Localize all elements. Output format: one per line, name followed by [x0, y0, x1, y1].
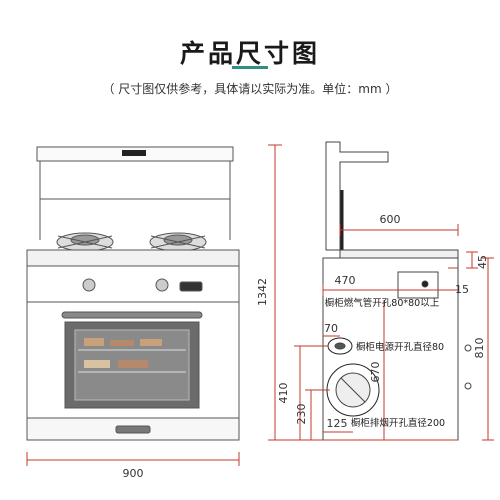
width-dimension-line — [26, 452, 240, 466]
depth-top-label: 600 — [380, 213, 401, 226]
page-title: 产品尺寸图 — [179, 39, 320, 68]
offset-side-label: 15 — [455, 283, 469, 296]
smoke-hole-note: 橱柜排烟开孔直径200 — [351, 417, 445, 429]
side-view — [322, 141, 472, 441]
page-subtitle: （ 尺寸图仅供参考，具体请以实际为准。单位：mm ） — [102, 82, 398, 96]
gas-offset-label: 70 — [324, 322, 338, 335]
right-burner — [149, 232, 207, 252]
control-panel — [26, 265, 240, 303]
width-label: 900 — [123, 467, 144, 480]
title-underline — [232, 66, 268, 69]
left-burner — [56, 232, 114, 252]
display-panel — [179, 281, 203, 292]
offset-small-label: 45 — [476, 255, 489, 269]
power-hole-note: 橱柜电源开孔直径80 — [356, 341, 444, 353]
gas-pipe-note: 橱柜燃气管开孔80*80以上 — [325, 297, 440, 309]
left-knob-icon — [82, 278, 96, 292]
smoke-height-label: 230 — [295, 404, 308, 425]
height-label: 1342 — [256, 278, 269, 306]
front-view — [26, 146, 240, 441]
height-cabinet-label: 810 — [473, 338, 486, 359]
depth-cabinet-label: 470 — [335, 274, 356, 287]
right-knob-icon — [155, 278, 169, 292]
gas-pipe-opening — [397, 271, 439, 299]
brand-plate — [122, 150, 146, 156]
smoke-offset-label: 125 — [327, 417, 348, 430]
drawer-handle — [115, 425, 151, 434]
oven-handle — [61, 311, 203, 319]
power-height-label: 410 — [277, 383, 290, 404]
side-dimension-lines — [268, 224, 494, 441]
rear-port-icon — [464, 344, 472, 352]
back-glass-panel — [39, 160, 231, 200]
height-inner-label: 670 — [369, 362, 382, 383]
hob-surface — [26, 249, 240, 267]
